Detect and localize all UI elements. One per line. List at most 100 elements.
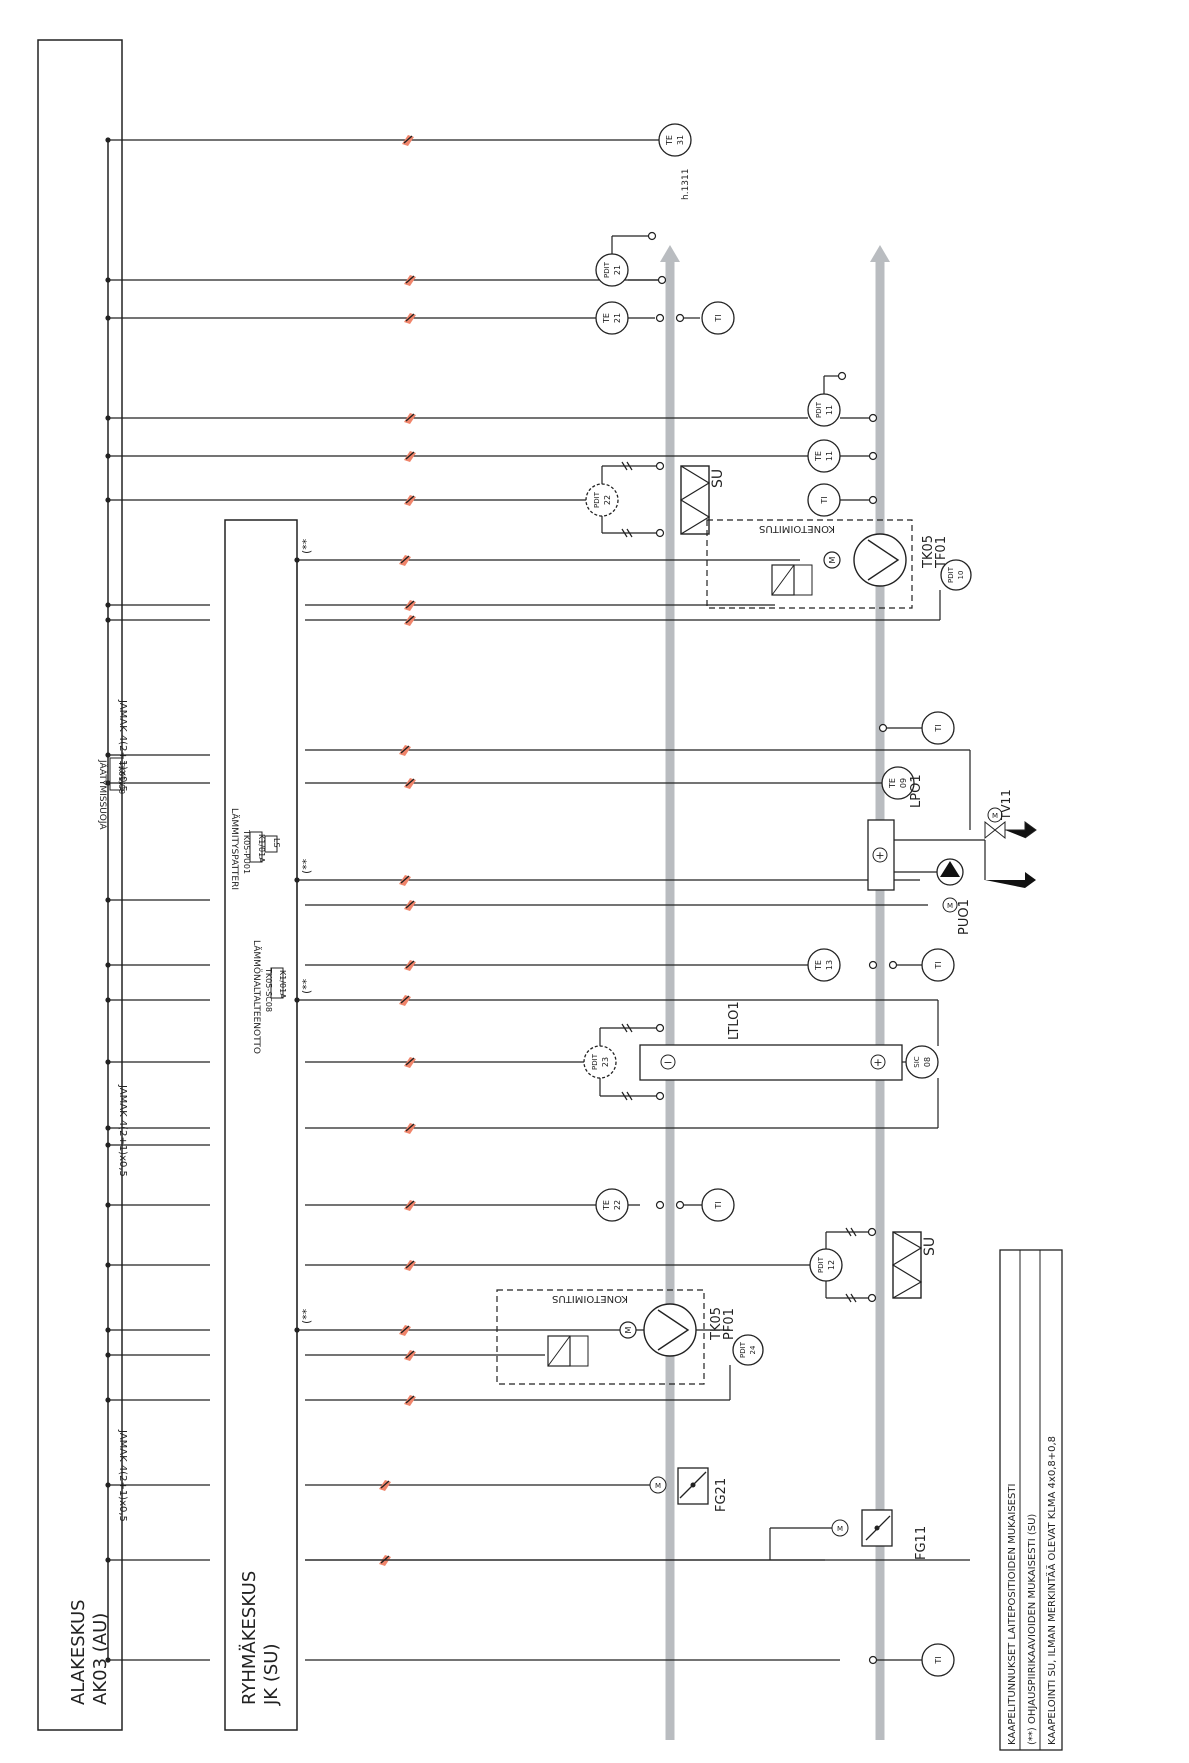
ti-tap-750	[878, 723, 922, 733]
svg-text:(**: (**	[300, 978, 313, 994]
ryhmakeskus-label: RYHMÄKESKUS JK (SU)	[239, 1571, 282, 1706]
svg-text:RYHMÄKESKUS: RYHMÄKESKUS	[239, 1571, 260, 1705]
legend-line-2: (**) OHJAUSPIIRIKAAVIOIDEN MUKAISESTI (S…	[1027, 1514, 1038, 1745]
h1311-label: h.1311	[681, 169, 691, 200]
svg-text:08: 08	[923, 1057, 932, 1067]
note-lammityspatteri: LÄMMITYSPATTERI TK05-PU01 K1/01A LS	[229, 808, 281, 890]
sic08-wires	[902, 1000, 939, 1128]
note-lammonaltalteenotto: LÄMMÖNALTALTEENOTTO TK05-SC08 K1/01A	[251, 940, 287, 1054]
pdit12-taps	[825, 1227, 877, 1303]
ti-indicator: TI	[701, 301, 735, 335]
svg-text:LPO1: LPO1	[909, 774, 924, 808]
ti-indicator: TI	[921, 1643, 955, 1677]
svg-text:M: M	[655, 1482, 661, 1490]
valve-tv11: M TV11	[984, 789, 1037, 888]
cable-label-3: JAMAK 4(2+1)x0,5	[117, 1429, 128, 1522]
svg-text:TK01/09: TK01/09	[117, 760, 126, 794]
cable-label-2: JAMAK 4(2+1)x0,5	[117, 1084, 128, 1177]
svg-text:TE: TE	[602, 313, 611, 324]
svg-text:10: 10	[957, 571, 965, 580]
svg-text:(**: (**	[300, 538, 313, 554]
alakeskus-label: ALAKESKUS AK03 (AU)	[68, 1599, 111, 1705]
heat-recovery-ltlo1: − + LTLO1	[639, 1001, 903, 1081]
signal-wires	[108, 139, 970, 1661]
svg-text:24: 24	[749, 1345, 757, 1354]
svg-text:31: 31	[676, 135, 685, 145]
junction-dots	[105, 137, 300, 1663]
legend-line-1: KAAPELITUNNUKSET LAITEPOSITIOIDEN MUKAIS…	[1007, 1484, 1018, 1745]
svg-text:TI: TI	[714, 314, 723, 322]
svg-text:TI: TI	[714, 1201, 723, 1209]
svg-text:PDIT: PDIT	[817, 1256, 825, 1273]
svg-text:09: 09	[899, 778, 908, 788]
konetoimitus-box-lower	[496, 1289, 705, 1385]
pdit22-taps	[601, 461, 665, 538]
svg-text:LTLO1: LTLO1	[727, 1001, 742, 1040]
duct-exhaust-arrow	[660, 245, 680, 262]
legend-box: KAAPELITUNNUKSET LAITEPOSITIOIDEN MUKAIS…	[999, 1249, 1063, 1751]
vfd-lower	[547, 1335, 589, 1367]
svg-text:21: 21	[613, 313, 622, 323]
svg-text:(**: (**	[300, 858, 313, 874]
svg-text:M: M	[624, 1326, 633, 1333]
svg-text:TI: TI	[934, 1656, 943, 1664]
pdit21-taps	[611, 231, 667, 285]
svg-text:22: 22	[613, 1200, 622, 1210]
svg-text:K1/01A: K1/01A	[257, 834, 266, 863]
svg-text:PDIT: PDIT	[591, 1053, 599, 1070]
svg-text:23: 23	[601, 1057, 610, 1067]
svg-text:K1/01A: K1/01A	[278, 970, 287, 999]
pdit23-taps	[599, 1023, 665, 1101]
ti-indicator: TI	[921, 711, 955, 745]
svg-text:(**: (**	[300, 1308, 313, 1324]
filter-su-lower: SU	[891, 1231, 938, 1299]
damper-fg11: M FG11	[769, 1509, 929, 1560]
svg-text:21: 21	[613, 265, 622, 275]
svg-text:LÄMMÖNALTALTEENOTTO: LÄMMÖNALTALTEENOTTO	[251, 940, 262, 1054]
svg-text:−: −	[663, 1056, 672, 1069]
svg-text:TI: TI	[934, 724, 943, 732]
svg-text:PDIT: PDIT	[603, 261, 611, 278]
cable-marks	[378, 134, 417, 1567]
svg-text:SU: SU	[710, 469, 726, 488]
note-jaatymissuoja: JÄÄTYMISSUOJA TK01/09	[97, 757, 126, 830]
ryhmakeskus-panel	[224, 519, 298, 1731]
te13-taps	[868, 960, 922, 970]
svg-text:PDIT: PDIT	[947, 566, 955, 583]
ti-indicator: TI	[921, 948, 955, 982]
svg-text:+: +	[873, 1056, 882, 1069]
svg-text:JK (SU): JK (SU)	[261, 1644, 282, 1706]
alakeskus-panel	[37, 39, 123, 1731]
svg-text:TK05-PU01: TK05-PU01	[242, 829, 251, 874]
svg-text:TF01: TF01	[934, 536, 949, 569]
filter-su-upper: SU	[679, 465, 726, 535]
ti-indicator: TI	[807, 483, 841, 517]
duct-supply-arrow	[870, 245, 890, 262]
svg-text:TK05: TK05	[709, 1307, 724, 1341]
svg-text:TI: TI	[820, 496, 829, 504]
svg-text:PUO1: PUO1	[957, 899, 972, 935]
konetoimitus-label-lower: KONETOIMITUS	[552, 1293, 628, 1304]
konetoimitus-label-upper: KONETOIMITUS	[759, 523, 835, 534]
svg-text:M: M	[837, 1525, 843, 1533]
ti-indicator: TI	[701, 1188, 735, 1222]
svg-text:TI: TI	[934, 961, 943, 969]
pdit11-taps	[823, 371, 878, 423]
legend-line-3: KAAPELOINTI SU, ILMAN MERKINTÄÄ OLEVAT K…	[1045, 1436, 1058, 1745]
konetoimitus-box-upper	[706, 519, 913, 609]
svg-text:TE: TE	[602, 1200, 611, 1211]
te21-taps	[655, 313, 700, 323]
ti-tap	[840, 495, 878, 505]
fan-tf01	[853, 533, 907, 587]
motor-icon: M	[619, 1321, 637, 1339]
